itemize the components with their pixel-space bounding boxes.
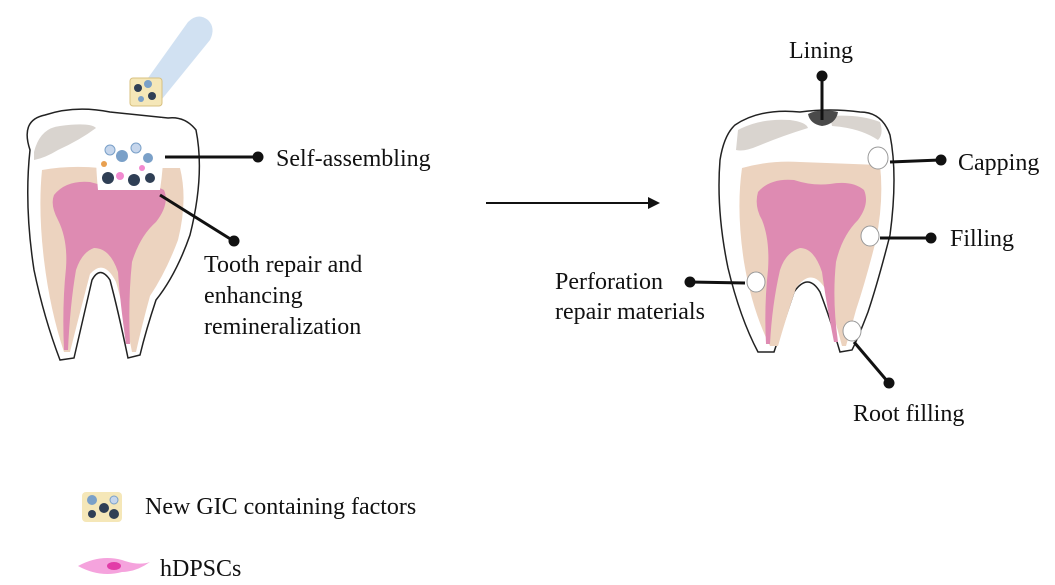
syringe-icon	[130, 16, 213, 106]
label-perforation-1: Perforation	[555, 269, 663, 295]
hdpsc-cell-icon	[78, 558, 150, 574]
label-tooth-repair-1: Tooth repair and	[204, 252, 362, 278]
label-tooth-repair-3: remineralization	[204, 314, 361, 340]
label-lining: Lining	[789, 38, 853, 64]
label-self-assembling: Self-assembling	[276, 146, 431, 172]
tooth-right-icon	[719, 110, 894, 352]
capping-pointer	[890, 155, 947, 166]
legend: New GIC containing factors hDPSCs	[78, 492, 416, 582]
arrow-icon	[486, 197, 660, 209]
label-capping: Capping	[958, 150, 1039, 176]
label-tooth-repair-2: enhancing	[204, 283, 303, 309]
legend-gic-label: New GIC containing factors	[145, 494, 416, 520]
label-filling: Filling	[950, 226, 1014, 252]
legend-hdpsc-label: hDPSCs	[160, 556, 241, 582]
label-perforation-2: repair materials	[555, 299, 705, 325]
tooth-left-icon	[27, 16, 212, 360]
label-root-filling: Root filling	[853, 401, 964, 427]
root-filling-pointer	[854, 342, 895, 389]
gic-cluster-icon	[82, 492, 122, 522]
